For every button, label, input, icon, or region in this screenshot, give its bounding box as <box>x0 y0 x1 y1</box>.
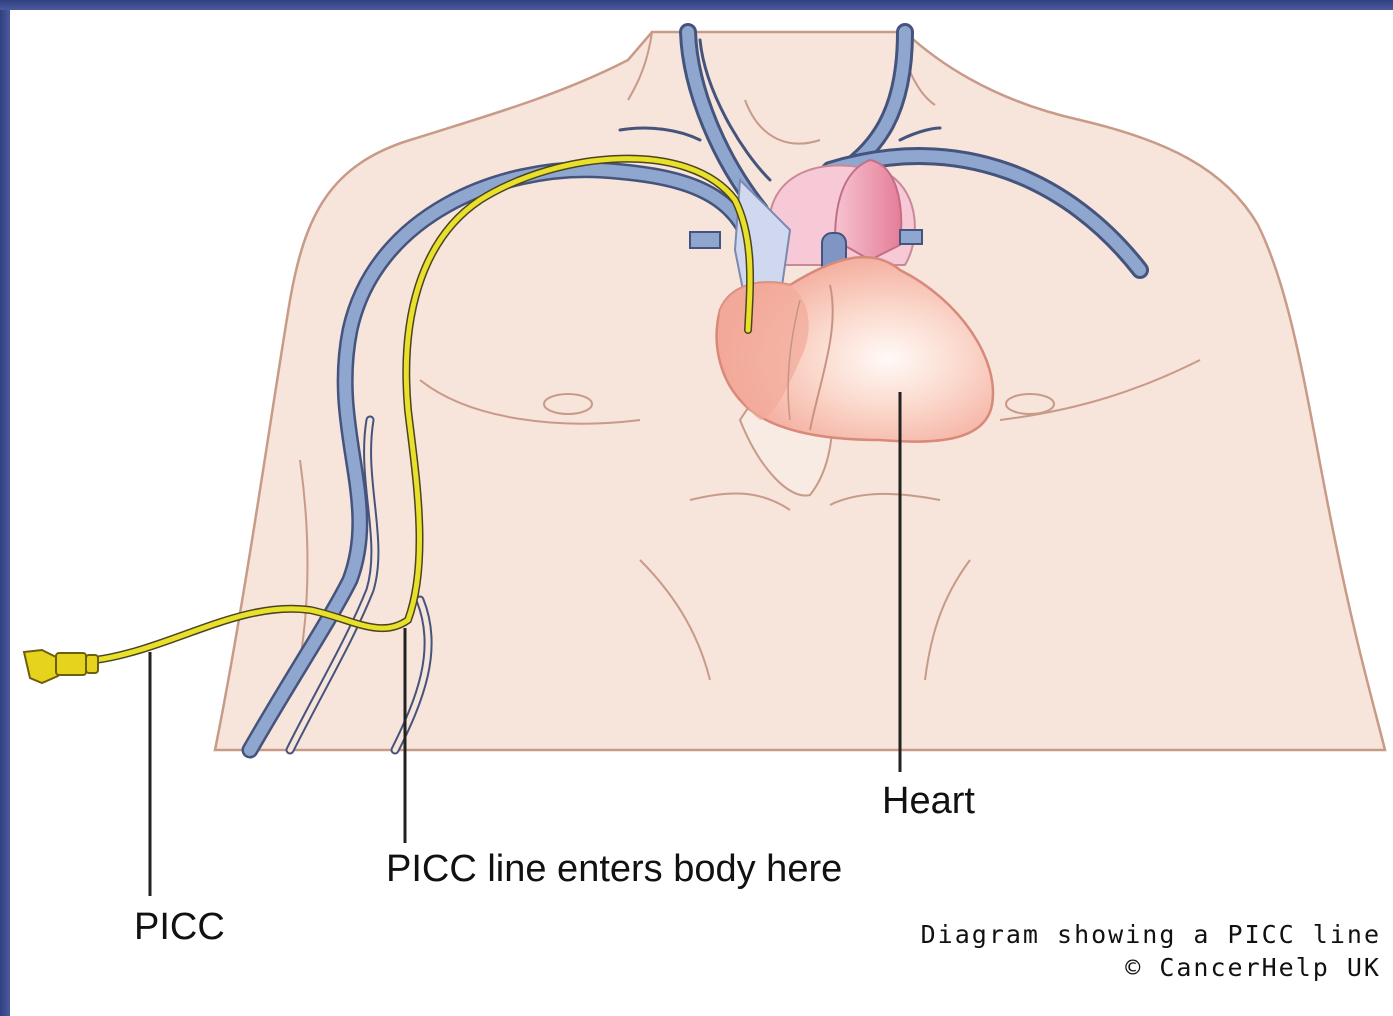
diagram-caption: Diagram showing a PICC line © CancerHelp… <box>921 918 1381 984</box>
caption-credit: © CancerHelp UK <box>921 951 1381 984</box>
picc-connector <box>24 650 98 683</box>
entry-point-label: PICC line enters body here <box>386 848 842 891</box>
caption-title: Diagram showing a PICC line <box>921 918 1381 951</box>
heart-label: Heart <box>882 780 975 823</box>
picc-label: PICC <box>134 906 225 949</box>
